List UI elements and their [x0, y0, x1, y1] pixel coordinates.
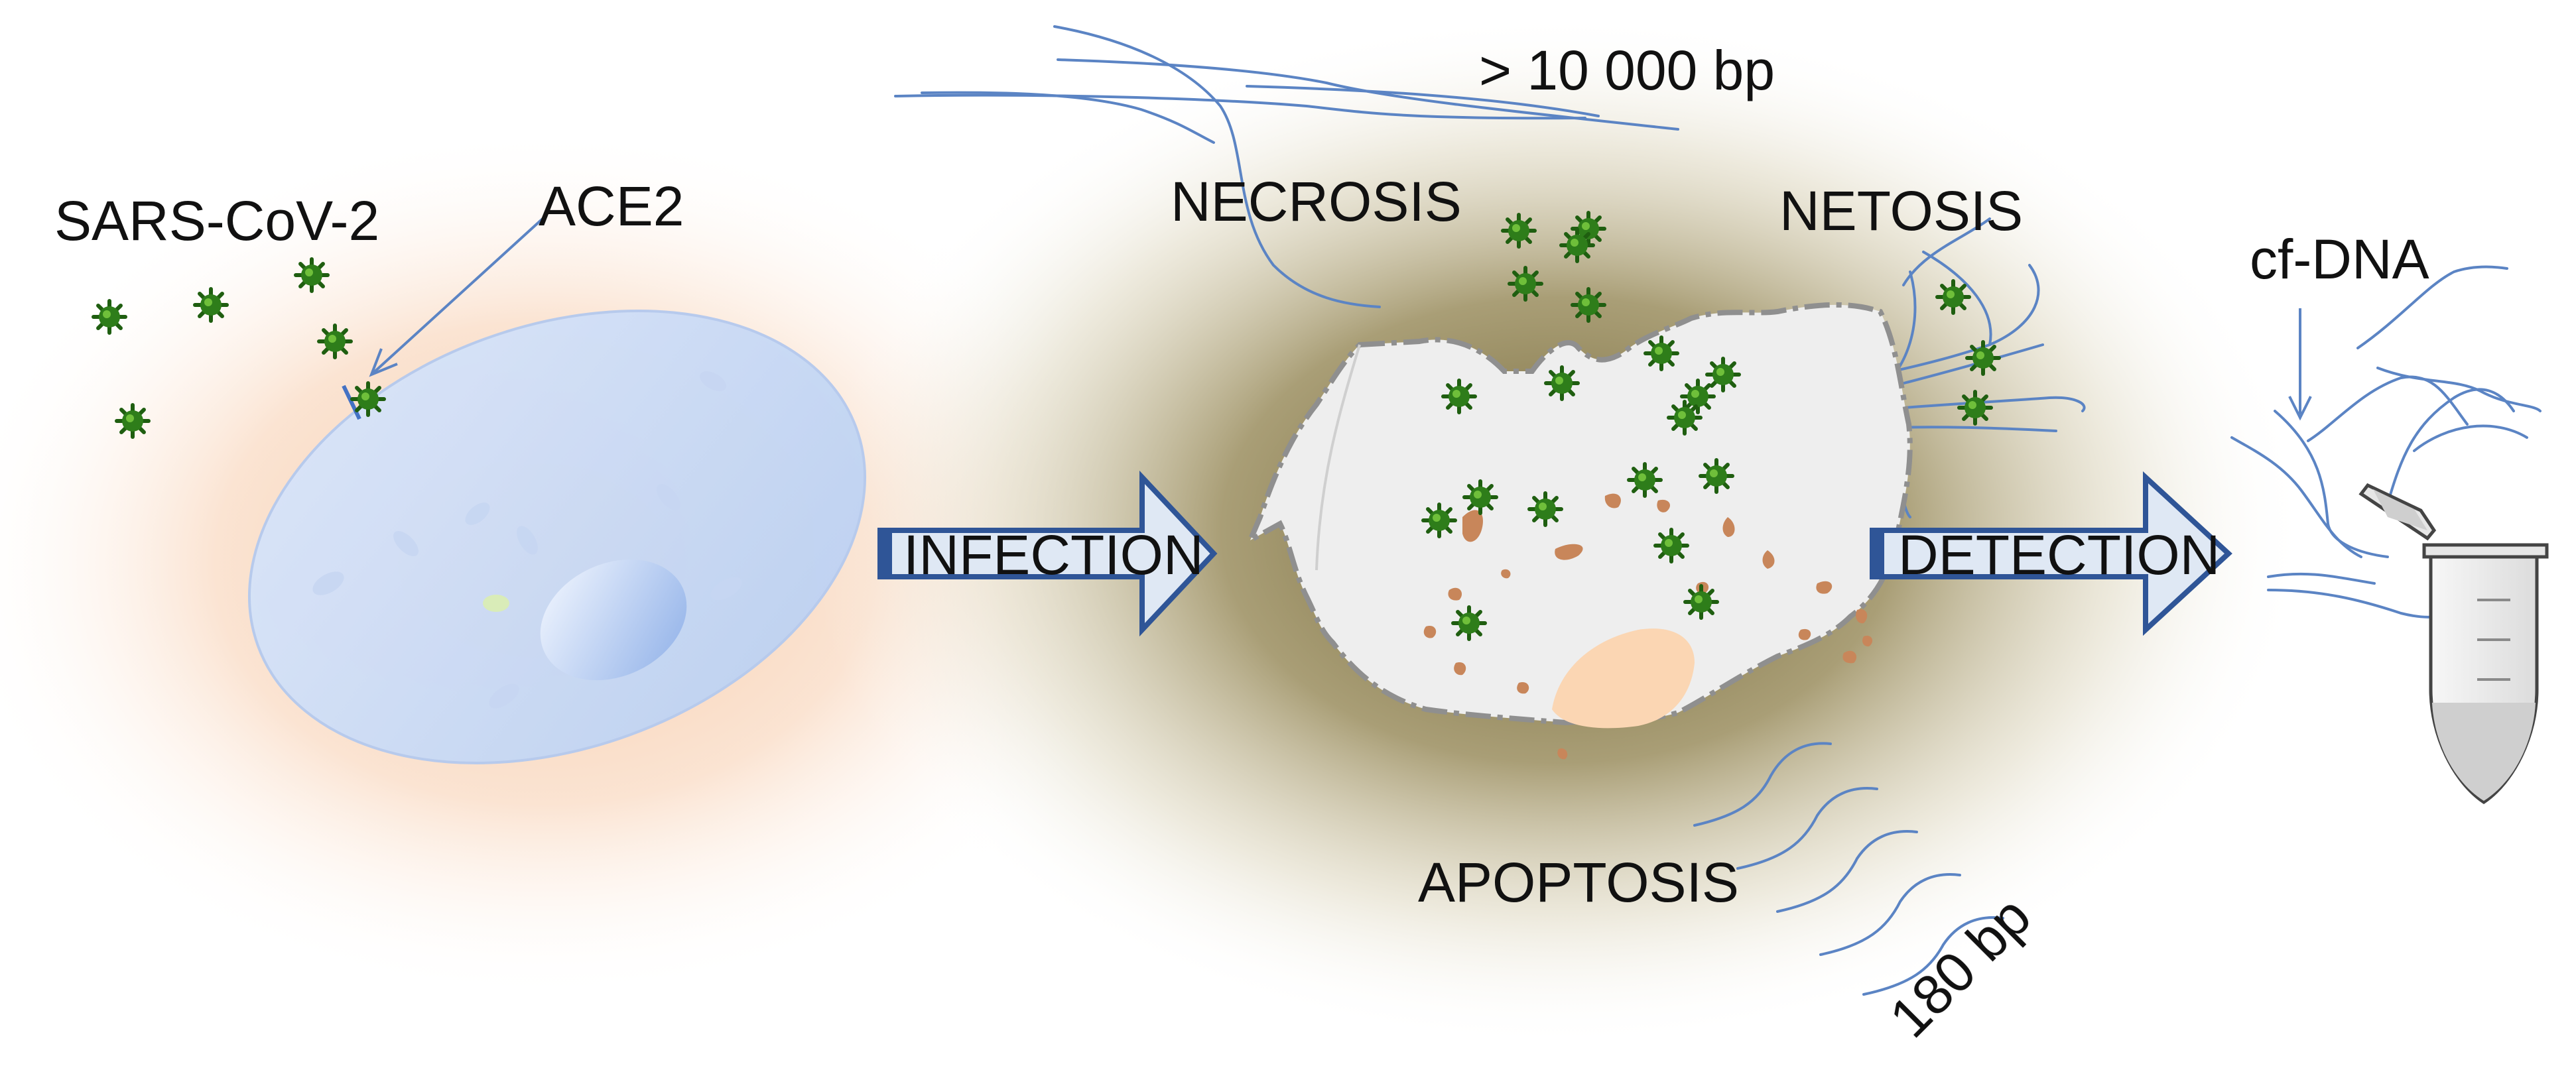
ace2-label: ACE2: [539, 175, 684, 237]
virus-particle-icon: [1627, 462, 1663, 498]
infection-arrow: INFECTION: [877, 470, 1218, 637]
virus-particle-icon: [1653, 528, 1689, 563]
virus-particle-icon: [1680, 379, 1716, 414]
virus-particle-icon: [1462, 479, 1498, 515]
virus-particle-icon: [317, 324, 353, 359]
virus-particle-icon: [115, 403, 151, 439]
virus-particle-icon: [1508, 266, 1543, 302]
long-fragment-label: > 10 000 bp: [1479, 39, 1775, 101]
virus-particle-icon: [1501, 213, 1537, 249]
ace2-arrowhead: [369, 348, 398, 377]
virus-particle-icon: [92, 299, 127, 335]
virus-particle-icon: [1571, 287, 1606, 323]
virus-particles: [92, 211, 2001, 641]
virus-particle-icon: [1559, 227, 1595, 263]
virus-particle-icon: [1683, 584, 1719, 620]
healthy-cell: [248, 310, 866, 764]
virus-particle-icon: [193, 287, 229, 323]
necrosis-dna-fibers: [894, 25, 1679, 308]
virus-particle-icon: [1544, 365, 1580, 401]
virus-particle-icon: [294, 257, 330, 293]
virus-particle-icon: [1421, 503, 1457, 538]
detection-label: DETECTION: [1898, 524, 2220, 586]
virus-particle-icon: [1965, 340, 2001, 376]
sars-cov-2-label: SARS-CoV-2: [54, 190, 379, 252]
virus-particle-icon: [1667, 400, 1703, 436]
cfdna-label: cf-DNA: [2250, 228, 2429, 290]
cell-debris: [1423, 493, 1873, 760]
virus-particle-icon: [1957, 390, 1993, 426]
damaged-cell: [1244, 302, 1913, 729]
virus-particle-icon: [1451, 605, 1487, 641]
cell-nucleus: [540, 559, 687, 681]
virus-particle-icon: [350, 381, 386, 417]
apoptotic-nucleus: [1552, 628, 1695, 729]
virus-particle-icon: [1643, 335, 1679, 371]
infection-label: INFECTION: [903, 524, 1204, 586]
netosis-label: NETOSIS: [1779, 180, 2023, 242]
ace2-pointer-line: [370, 217, 544, 376]
virus-particle-icon: [1699, 458, 1734, 494]
apoptosis-label: APOPTOSIS: [1418, 851, 1739, 914]
virus-particle-icon: [1935, 279, 1971, 315]
ace2-receptor: [342, 385, 361, 420]
virus-particle-icon: [1527, 491, 1563, 527]
sample-tube-icon: [2358, 483, 2549, 805]
necrosis-label: NECROSIS: [1171, 170, 1462, 233]
virus-particle-icon: [1705, 357, 1741, 392]
detection-arrow: DETECTION: [1870, 471, 2232, 636]
apoptosis-dna-fragments: [1693, 742, 2004, 996]
virus-particle-icon: [1441, 379, 1477, 414]
cfdna-arrowhead: [2288, 396, 2312, 421]
